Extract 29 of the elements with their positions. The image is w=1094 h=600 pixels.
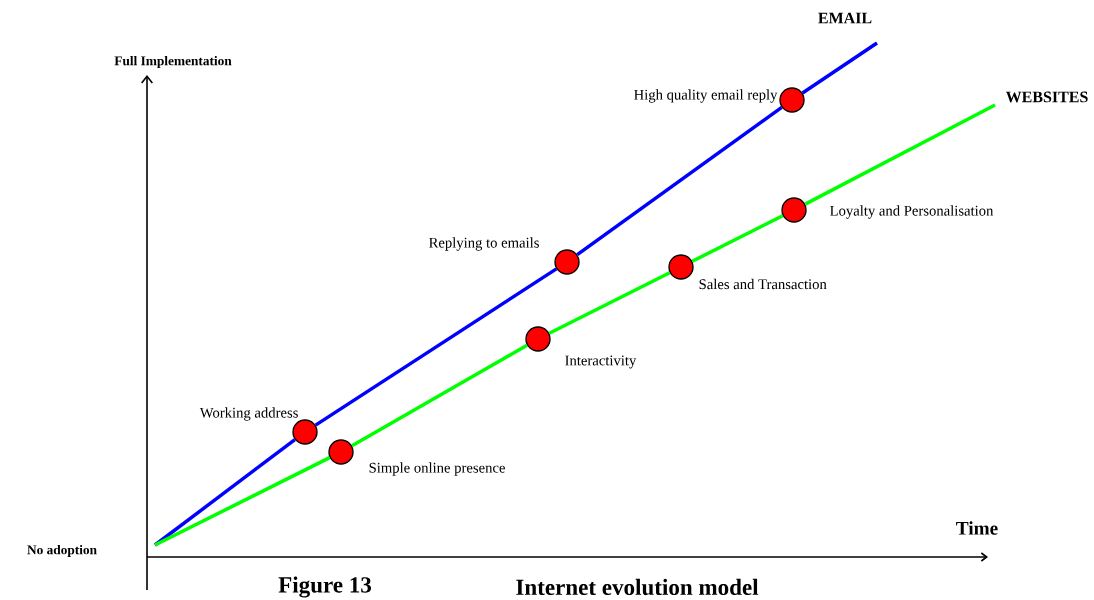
trend-line bbox=[691, 214, 784, 263]
milestone-label: Working address bbox=[199, 407, 298, 421]
trend-line bbox=[804, 103, 996, 206]
milestone-label: Simple online presence bbox=[369, 462, 505, 476]
trend-line bbox=[314, 267, 558, 427]
series-label: EMAIL bbox=[818, 12, 872, 24]
trend-line bbox=[801, 41, 878, 95]
axis-label: Time bbox=[956, 521, 998, 535]
milestone-dot bbox=[328, 439, 354, 465]
milestone-dot bbox=[525, 326, 551, 352]
axis-label: Full Implementation bbox=[114, 55, 232, 69]
milestone-dot bbox=[779, 87, 805, 113]
milestone-dot bbox=[554, 249, 580, 275]
milestone-label: Interactivity bbox=[565, 355, 637, 369]
caption: Internet evolution model bbox=[516, 578, 759, 596]
trend-line bbox=[576, 106, 783, 256]
series-label: WEBSITES bbox=[1005, 91, 1088, 103]
axis-label: No adoption bbox=[27, 544, 97, 558]
milestone-dot bbox=[781, 197, 807, 223]
figure-number: Figure 13 bbox=[278, 576, 372, 598]
milestone-label: High quality email reply bbox=[634, 89, 778, 103]
milestone-label: Replying to emails bbox=[429, 237, 539, 251]
milestone-dot bbox=[668, 254, 694, 280]
trend-line bbox=[548, 271, 671, 335]
trend-line bbox=[351, 343, 528, 448]
trend-line bbox=[154, 456, 331, 547]
milestone-label: Sales and Transaction bbox=[699, 278, 827, 290]
milestone-dot bbox=[292, 419, 318, 445]
milestone-label: Loyalty and Personalisation bbox=[830, 205, 994, 219]
